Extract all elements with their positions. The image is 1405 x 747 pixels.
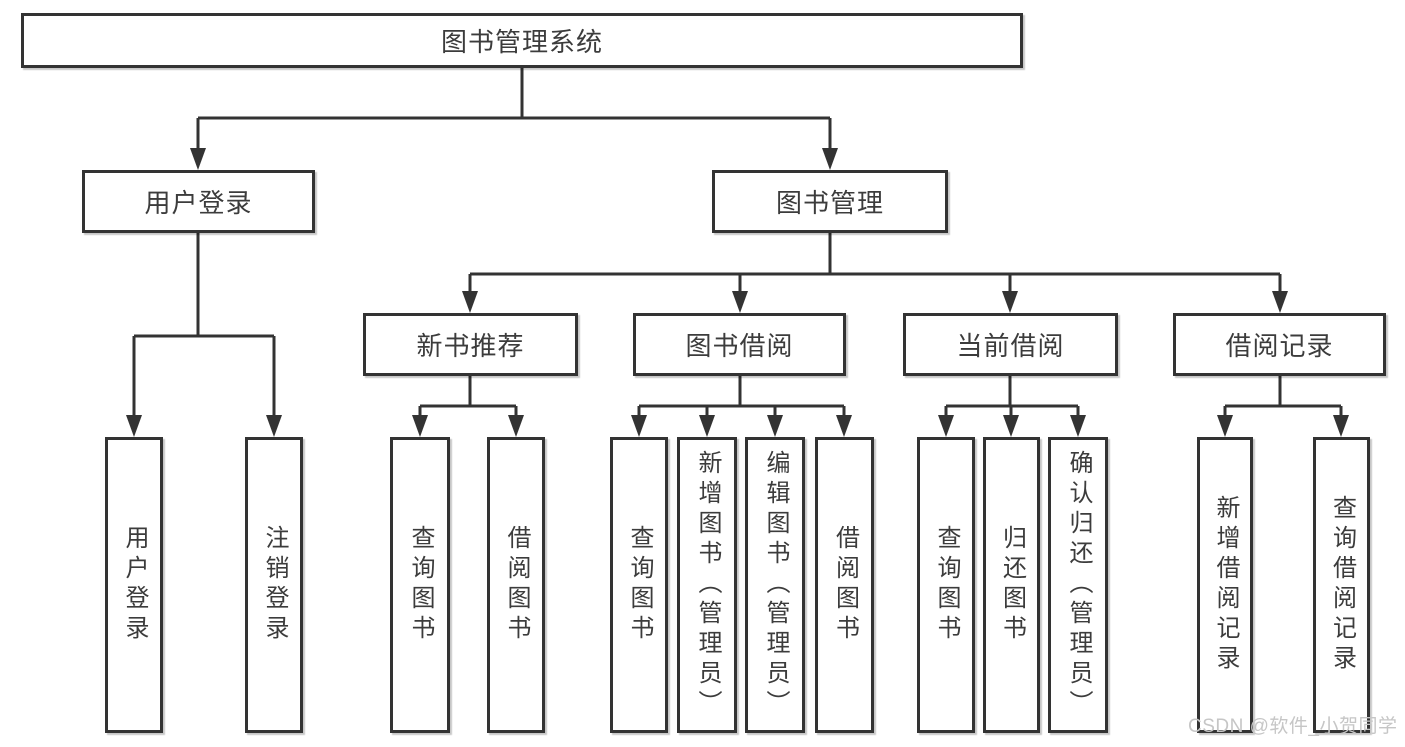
leaf-add-books-admin: 新增图书（管理员） [677, 437, 737, 733]
leaf-confirm-return-admin: 确认归还（管理员） [1048, 437, 1108, 733]
csdn-watermark: CSDN @软件_小贺同学 [1188, 716, 1398, 737]
leaf-query-borrow-record: 查询借阅记录 [1313, 437, 1370, 733]
leaf-query-books-current: 查询图书 [917, 437, 975, 733]
connector-book-mgmt-to-level3 [462, 233, 1288, 313]
leaf-query-books-current-label: 查询图书 [933, 525, 960, 645]
connector-borrow-records-to-leaves [1217, 376, 1349, 437]
leaf-user-login: 用户登录 [105, 437, 163, 733]
leaf-edit-books-admin: 编辑图书（管理员） [745, 437, 805, 733]
node-root-system-label: 图书管理系统 [440, 27, 603, 57]
node-user-login-label: 用户登录 [144, 188, 253, 218]
node-book-borrowing-label: 图书借阅 [685, 331, 794, 361]
leaf-borrow-books: 借阅图书 [815, 437, 874, 733]
node-book-borrowing: 图书借阅 [633, 313, 846, 376]
leaf-return-books: 归还图书 [983, 437, 1040, 733]
leaf-query-books-recommend-label: 查询图书 [407, 525, 434, 645]
leaf-logout: 注销登录 [245, 437, 303, 733]
connector-root-to-level2 [190, 68, 838, 170]
leaf-logout-label: 注销登录 [261, 525, 288, 645]
leaf-confirm-return-admin-label: 确认归还（管理员） [1065, 450, 1092, 720]
connector-book-borrow-to-leaves [631, 376, 852, 437]
connector-user-login-to-leaves [126, 233, 282, 437]
connector-new-book-to-leaves [412, 376, 524, 437]
leaf-user-login-label: 用户登录 [121, 525, 148, 645]
node-root-system: 图书管理系统 [21, 13, 1023, 68]
leaf-return-books-label: 归还图书 [998, 525, 1026, 645]
node-book-management: 图书管理 [712, 170, 948, 233]
leaf-borrow-books-recommend-label: 借阅图书 [503, 525, 530, 645]
leaf-query-books-borrow: 查询图书 [610, 437, 668, 733]
leaf-query-books-borrow-label: 查询图书 [626, 525, 653, 645]
leaf-edit-books-admin-label: 编辑图书（管理员） [762, 450, 789, 720]
leaf-add-borrow-record: 新增借阅记录 [1197, 437, 1253, 733]
node-current-borrowing-label: 当前借阅 [956, 331, 1065, 361]
node-book-management-label: 图书管理 [775, 188, 884, 218]
node-borrowing-records: 借阅记录 [1173, 313, 1386, 376]
node-current-borrowing: 当前借阅 [903, 313, 1118, 376]
leaf-borrow-books-label: 借阅图书 [831, 525, 859, 645]
leaf-add-books-admin-label: 新增图书（管理员） [694, 450, 721, 720]
connector-current-borrow-to-leaves [938, 376, 1086, 437]
node-new-book-recommend: 新书推荐 [363, 313, 578, 376]
leaf-borrow-books-recommend: 借阅图书 [487, 437, 545, 733]
leaf-add-borrow-record-label: 新增借阅记录 [1212, 495, 1239, 675]
node-borrowing-records-label: 借阅记录 [1225, 331, 1334, 361]
leaf-query-books-recommend: 查询图书 [390, 437, 450, 733]
node-new-book-recommend-label: 新书推荐 [416, 331, 525, 361]
leaf-query-borrow-record-label: 查询借阅记录 [1328, 495, 1356, 675]
node-user-login: 用户登录 [82, 170, 315, 233]
